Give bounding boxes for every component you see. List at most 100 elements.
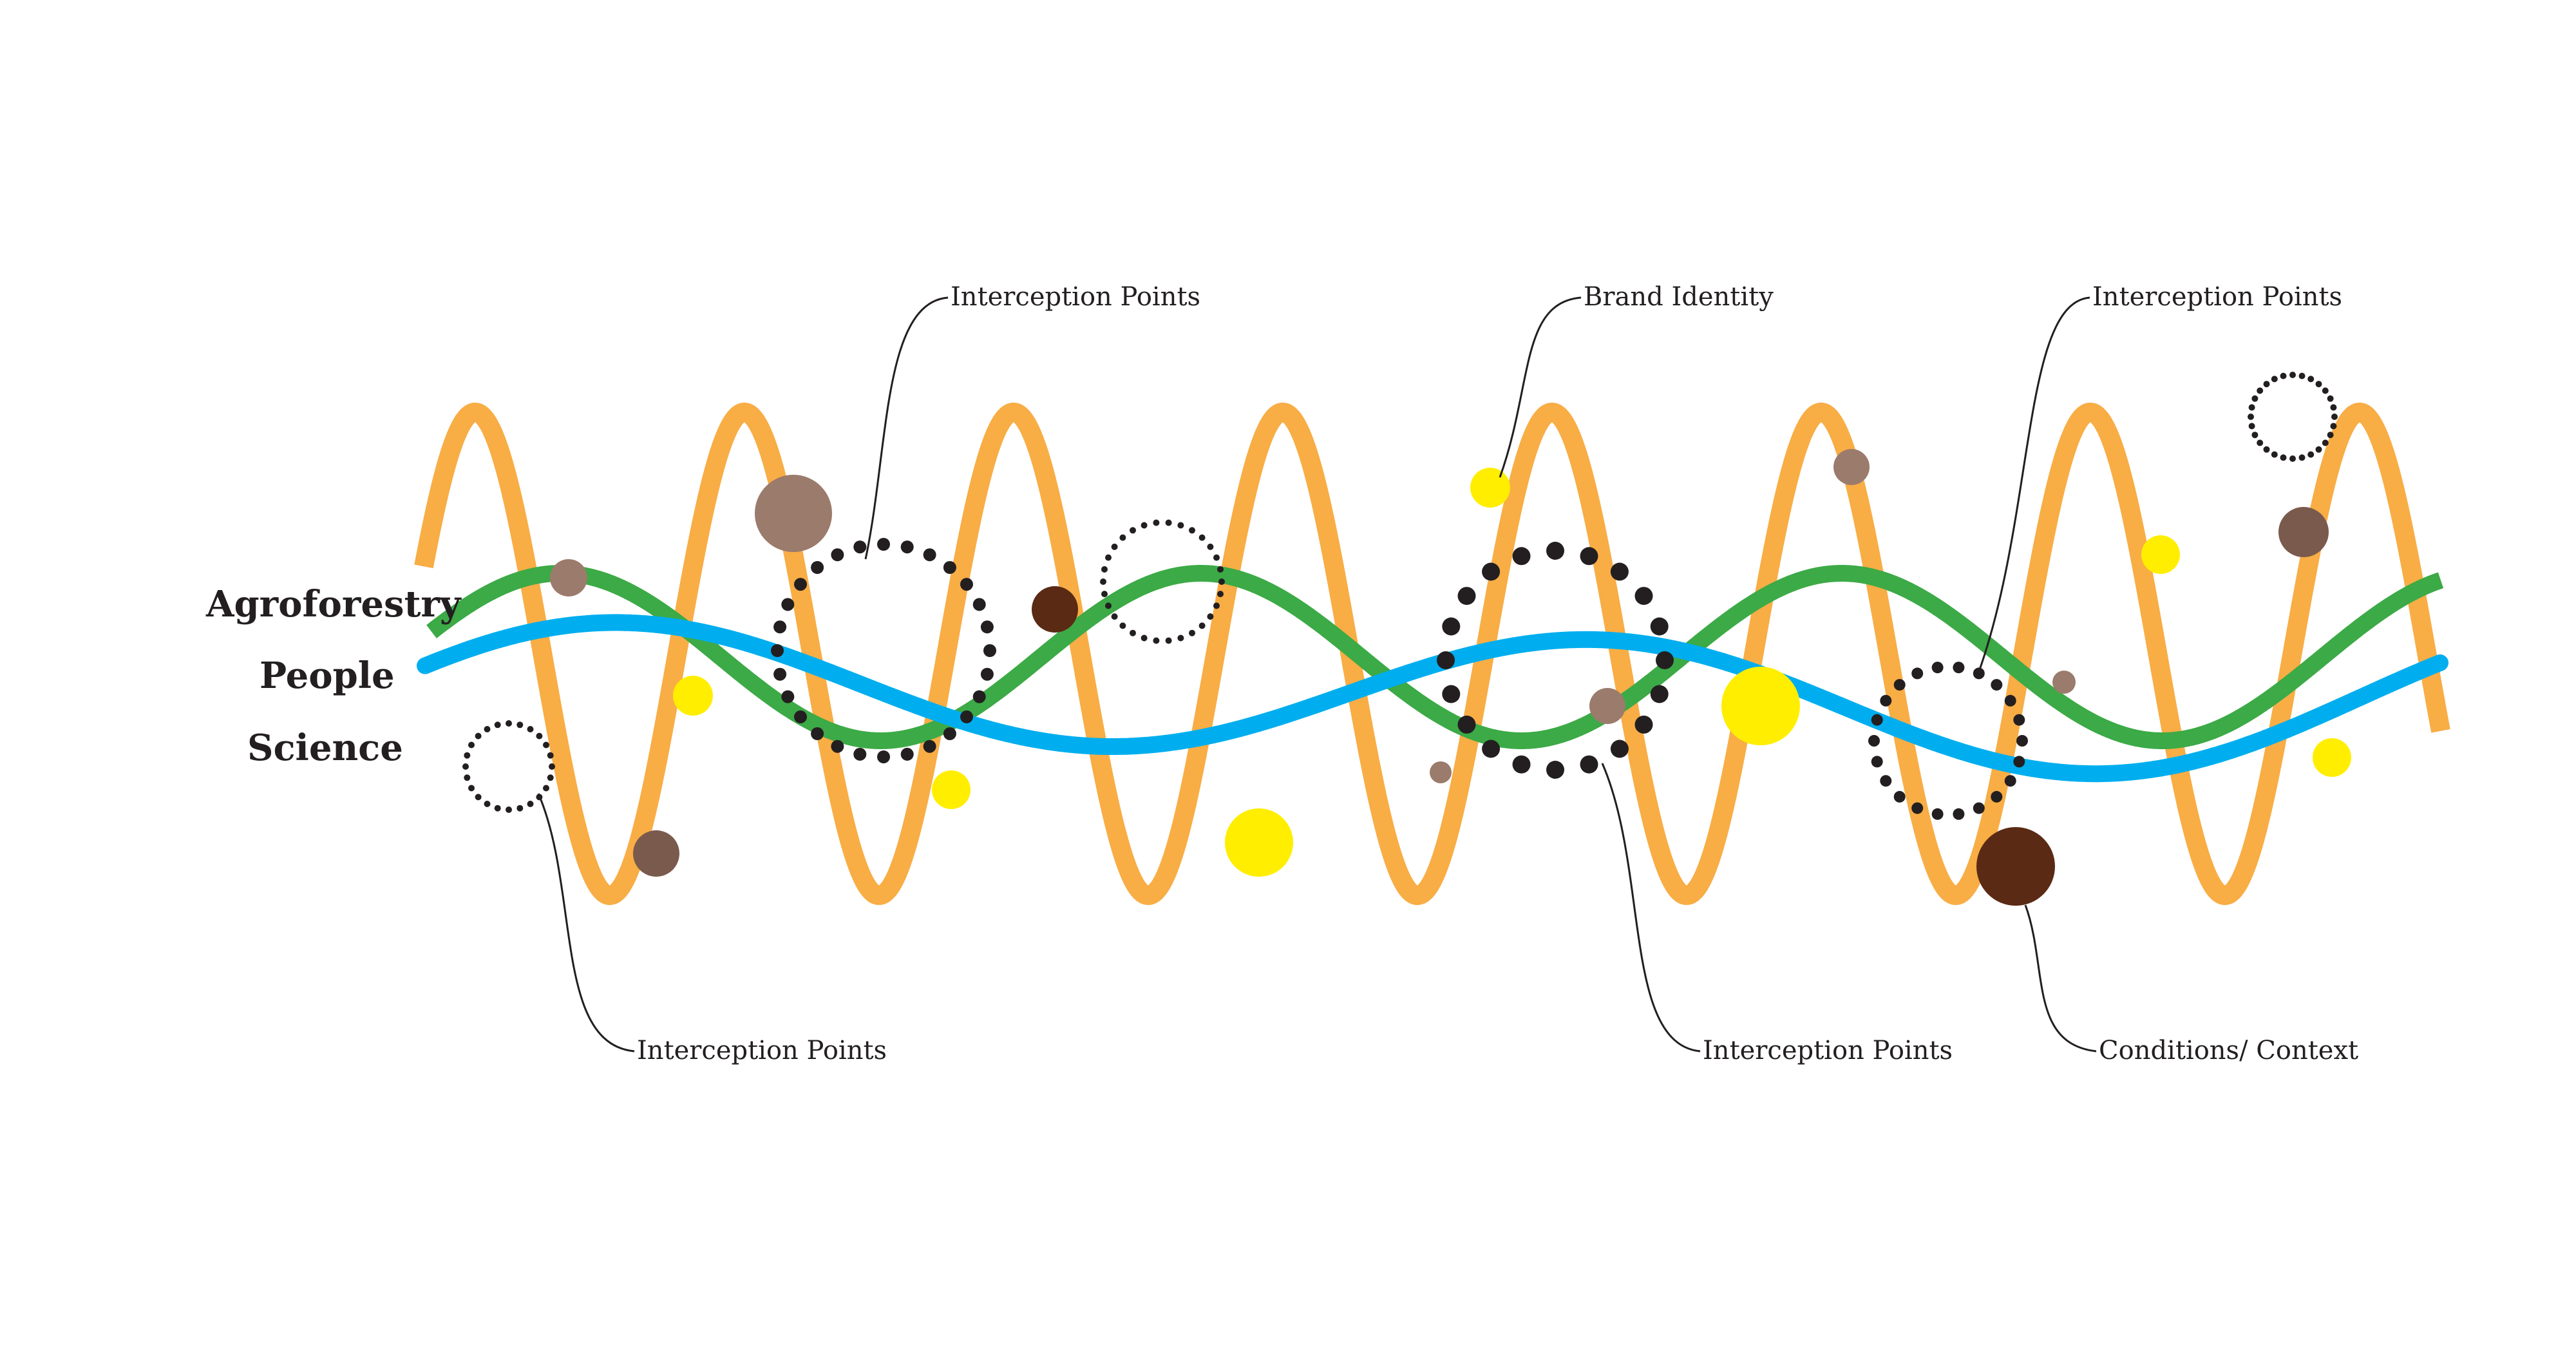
yellow-dot bbox=[673, 676, 713, 716]
ring-dot bbox=[877, 750, 890, 763]
ring-dot bbox=[2330, 423, 2337, 430]
ring-dot bbox=[1871, 756, 1883, 768]
ring-dot bbox=[900, 540, 914, 554]
ring-dot bbox=[516, 721, 524, 729]
light-brown-dot bbox=[2052, 671, 2076, 694]
ring-dot bbox=[900, 747, 914, 761]
ring-dot bbox=[1893, 679, 1906, 691]
ring-dot bbox=[2251, 395, 2259, 402]
ring-dot bbox=[877, 538, 890, 551]
ring-dot bbox=[943, 727, 956, 740]
callout-interception-points-top-3: Interception Points bbox=[2092, 282, 2342, 312]
ring-dot bbox=[1207, 543, 1214, 550]
ring-dot bbox=[516, 805, 524, 812]
decorative-dots bbox=[550, 449, 2351, 906]
ring-dot bbox=[1931, 808, 1944, 820]
yellow-dot bbox=[2141, 535, 2180, 574]
ring-dot bbox=[794, 578, 807, 591]
ring-dot bbox=[781, 598, 795, 611]
ring-dot bbox=[2251, 432, 2259, 439]
ring-dot bbox=[1991, 679, 2003, 691]
ring-dot bbox=[2016, 735, 2028, 747]
ring-dot bbox=[1119, 534, 1126, 541]
ring-dot bbox=[2330, 404, 2337, 411]
ring-dot bbox=[972, 690, 986, 703]
ring-dot bbox=[1130, 527, 1136, 534]
ring-dot bbox=[1580, 547, 1598, 566]
leader-line-bottom-2 bbox=[1601, 763, 1701, 1053]
agroforestry-wave bbox=[425, 565, 2447, 749]
ring-dot bbox=[494, 805, 501, 812]
ring-dot bbox=[1911, 802, 1924, 814]
yellow-dot bbox=[1225, 808, 1293, 877]
ring-dot bbox=[773, 620, 787, 634]
ring-dot bbox=[1442, 685, 1461, 703]
mid-brown-dot bbox=[633, 830, 679, 877]
ring-dot bbox=[1650, 617, 1669, 636]
ring-dot bbox=[1141, 522, 1148, 529]
ring-dot bbox=[831, 739, 844, 753]
ring-dot bbox=[972, 598, 986, 611]
ring-dot bbox=[960, 578, 973, 591]
ring-dot bbox=[1482, 739, 1501, 758]
ring-dot bbox=[771, 644, 784, 657]
leader-line-top-1 bbox=[864, 296, 949, 560]
callout-conditions-context: Conditions/ Context bbox=[2099, 1036, 2358, 1065]
ring-dot bbox=[543, 785, 549, 792]
ring-dot bbox=[2004, 775, 2016, 787]
ring-dot bbox=[811, 561, 824, 574]
ring-dot bbox=[1482, 562, 1501, 581]
ring-dot bbox=[1546, 761, 1564, 779]
ring-dot bbox=[2298, 372, 2306, 379]
ring-dot bbox=[536, 732, 543, 739]
dotted-ring-large-3 bbox=[1868, 662, 2028, 820]
people-wave bbox=[414, 403, 2450, 905]
yellow-dot bbox=[932, 770, 971, 809]
ring-dot bbox=[462, 763, 469, 770]
ring-dot bbox=[543, 741, 549, 749]
dotted-ring-large-2 bbox=[1437, 542, 1674, 779]
ring-dot bbox=[2263, 381, 2270, 388]
ring-dot bbox=[468, 785, 475, 792]
ring-dot bbox=[2248, 414, 2254, 420]
ring-dot bbox=[1213, 602, 1220, 609]
ring-dot bbox=[2289, 455, 2296, 462]
ring-dot bbox=[1165, 637, 1172, 644]
ring-dot bbox=[1101, 591, 1108, 598]
leader-line-bottom-1 bbox=[537, 793, 635, 1053]
leader-line-top-3 bbox=[1977, 296, 2090, 674]
ring-dot bbox=[1130, 629, 1136, 636]
ring-dot bbox=[2271, 451, 2278, 458]
ring-dot bbox=[506, 806, 512, 813]
ring-dot bbox=[923, 548, 936, 562]
ring-dot bbox=[2248, 423, 2255, 430]
ring-dot bbox=[2322, 387, 2329, 394]
ring-dot bbox=[2257, 387, 2264, 394]
label-science: Science bbox=[247, 727, 403, 769]
ring-dot bbox=[2307, 376, 2315, 383]
ring-dot bbox=[1189, 527, 1195, 534]
mid-brown-dot bbox=[2278, 507, 2329, 557]
ring-dot bbox=[1119, 622, 1126, 629]
light-brown-dot bbox=[755, 475, 832, 552]
ring-dot bbox=[811, 727, 824, 740]
ring-dot bbox=[1880, 775, 1892, 787]
ring-dot bbox=[1218, 578, 1225, 585]
ring-dot bbox=[1105, 554, 1112, 561]
ring-dot bbox=[2307, 451, 2315, 458]
yellow-dot bbox=[1721, 667, 1800, 745]
ring-dot bbox=[1141, 634, 1148, 642]
ring-dot bbox=[2322, 439, 2329, 446]
ring-dot bbox=[2315, 381, 2322, 388]
ring-dot bbox=[1931, 662, 1944, 674]
ring-dot bbox=[853, 540, 867, 554]
ring-dot bbox=[1991, 790, 2003, 803]
ring-dot bbox=[1634, 715, 1653, 734]
ring-dot bbox=[2271, 376, 2278, 383]
ring-dot bbox=[781, 690, 795, 703]
ring-dot bbox=[1198, 622, 1206, 629]
dark-brown-dot bbox=[1976, 827, 2055, 906]
label-people: People bbox=[260, 654, 395, 697]
ring-dot bbox=[468, 741, 475, 749]
yellow-dot bbox=[1470, 468, 1510, 508]
